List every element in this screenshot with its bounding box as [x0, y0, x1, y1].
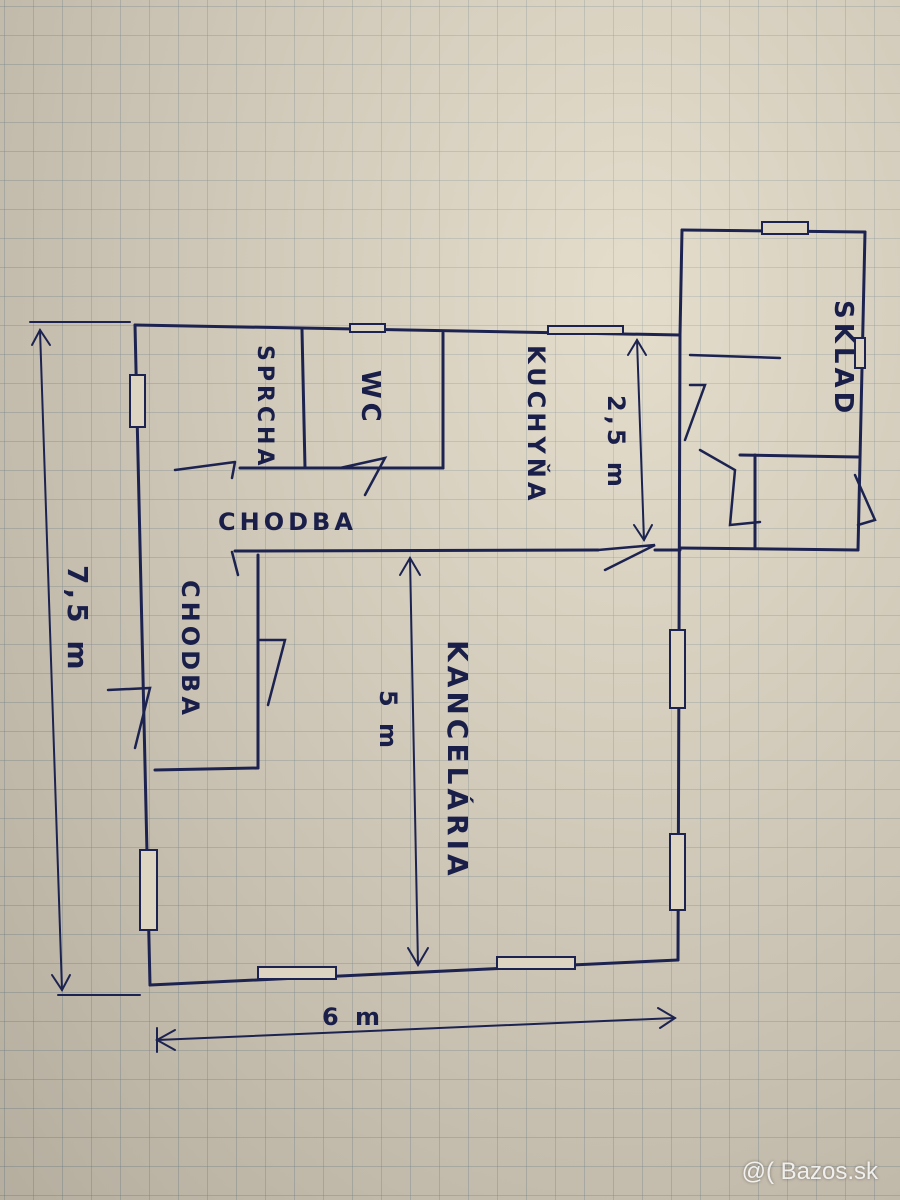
dim-office-line: [409, 557, 419, 966]
wall-sklad-left: [678, 228, 684, 337]
door: [683, 383, 707, 442]
door: [688, 353, 782, 360]
window: [257, 966, 337, 980]
door: [173, 460, 237, 480]
label-wc: WC: [355, 370, 385, 426]
window: [129, 374, 146, 428]
label-chodba-top: CHODBA: [218, 508, 357, 536]
label-kancelaria: KANCELÁRIA: [441, 640, 475, 880]
dim-height-line: [39, 329, 63, 991]
dim-width-line: [156, 1017, 676, 1041]
dim-height-text: 7,5 m: [61, 565, 94, 674]
wall-sklad-bottom: [678, 546, 860, 552]
label-sprcha: SPRCHA: [252, 345, 277, 470]
watermark: @( Bazos.sk: [741, 1158, 878, 1185]
label-chodba-left: CHODBA: [176, 580, 204, 719]
window: [139, 849, 158, 931]
door: [698, 448, 762, 527]
wall-chodba-bottom: [153, 766, 260, 772]
dim-width-text: 6 m: [322, 1003, 384, 1031]
wall-sklad-right: [856, 230, 867, 552]
wall-corridor: [233, 548, 600, 553]
dim-kitchen-text: 2,5 m: [602, 395, 630, 491]
label-sklad: SKLAD: [828, 300, 858, 417]
door: [596, 543, 656, 572]
window: [854, 337, 866, 369]
door: [338, 456, 388, 497]
door: [230, 550, 240, 577]
window: [669, 833, 686, 911]
label-kuchyna: KUCHYŇA: [522, 345, 551, 504]
window: [547, 325, 624, 335]
wall-bottom: [148, 958, 680, 987]
wall-sklad-inner: [738, 453, 860, 459]
wall-sprcha-wc: [300, 328, 307, 470]
window: [761, 221, 809, 235]
window: [496, 956, 576, 970]
door: [258, 638, 287, 707]
door: [106, 686, 152, 750]
dim-office-text: 5 m: [374, 690, 402, 752]
window: [669, 629, 686, 709]
door: [853, 473, 877, 527]
dim-kitchen-line: [636, 339, 645, 541]
window: [349, 323, 386, 333]
